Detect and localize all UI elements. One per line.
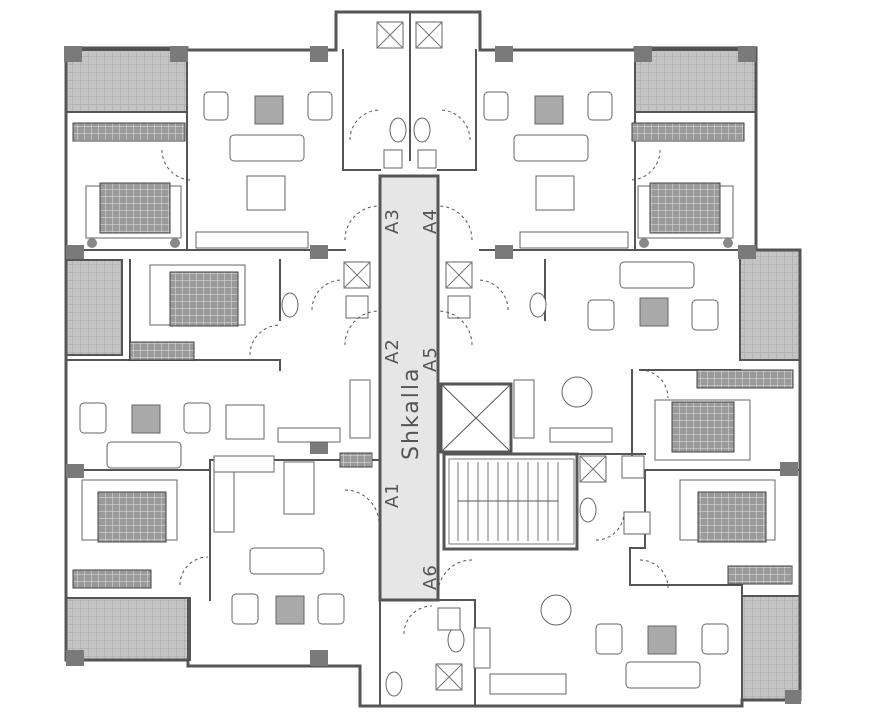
stair-label: Shkalla <box>399 367 424 460</box>
wardrobes <box>72 122 794 589</box>
stair-treads <box>457 462 559 541</box>
apartment-label-a6: A6 <box>420 564 441 590</box>
stair-corridor <box>378 174 579 602</box>
door-swings <box>161 109 669 635</box>
dining-tables <box>225 175 593 626</box>
apartment-label-a3: A3 <box>382 208 403 234</box>
apartment-label-a2: A2 <box>382 338 403 364</box>
bathrooms <box>281 21 651 697</box>
apartment-label-a4: A4 <box>420 208 441 234</box>
kitchens <box>195 231 629 695</box>
pillars <box>64 46 801 704</box>
beds <box>81 182 776 543</box>
apartment-label-a5: A5 <box>420 346 441 372</box>
coffee-tables <box>131 95 677 655</box>
apartment-label-a1: A1 <box>382 482 403 508</box>
balconies <box>65 49 801 701</box>
sofas <box>79 91 729 689</box>
